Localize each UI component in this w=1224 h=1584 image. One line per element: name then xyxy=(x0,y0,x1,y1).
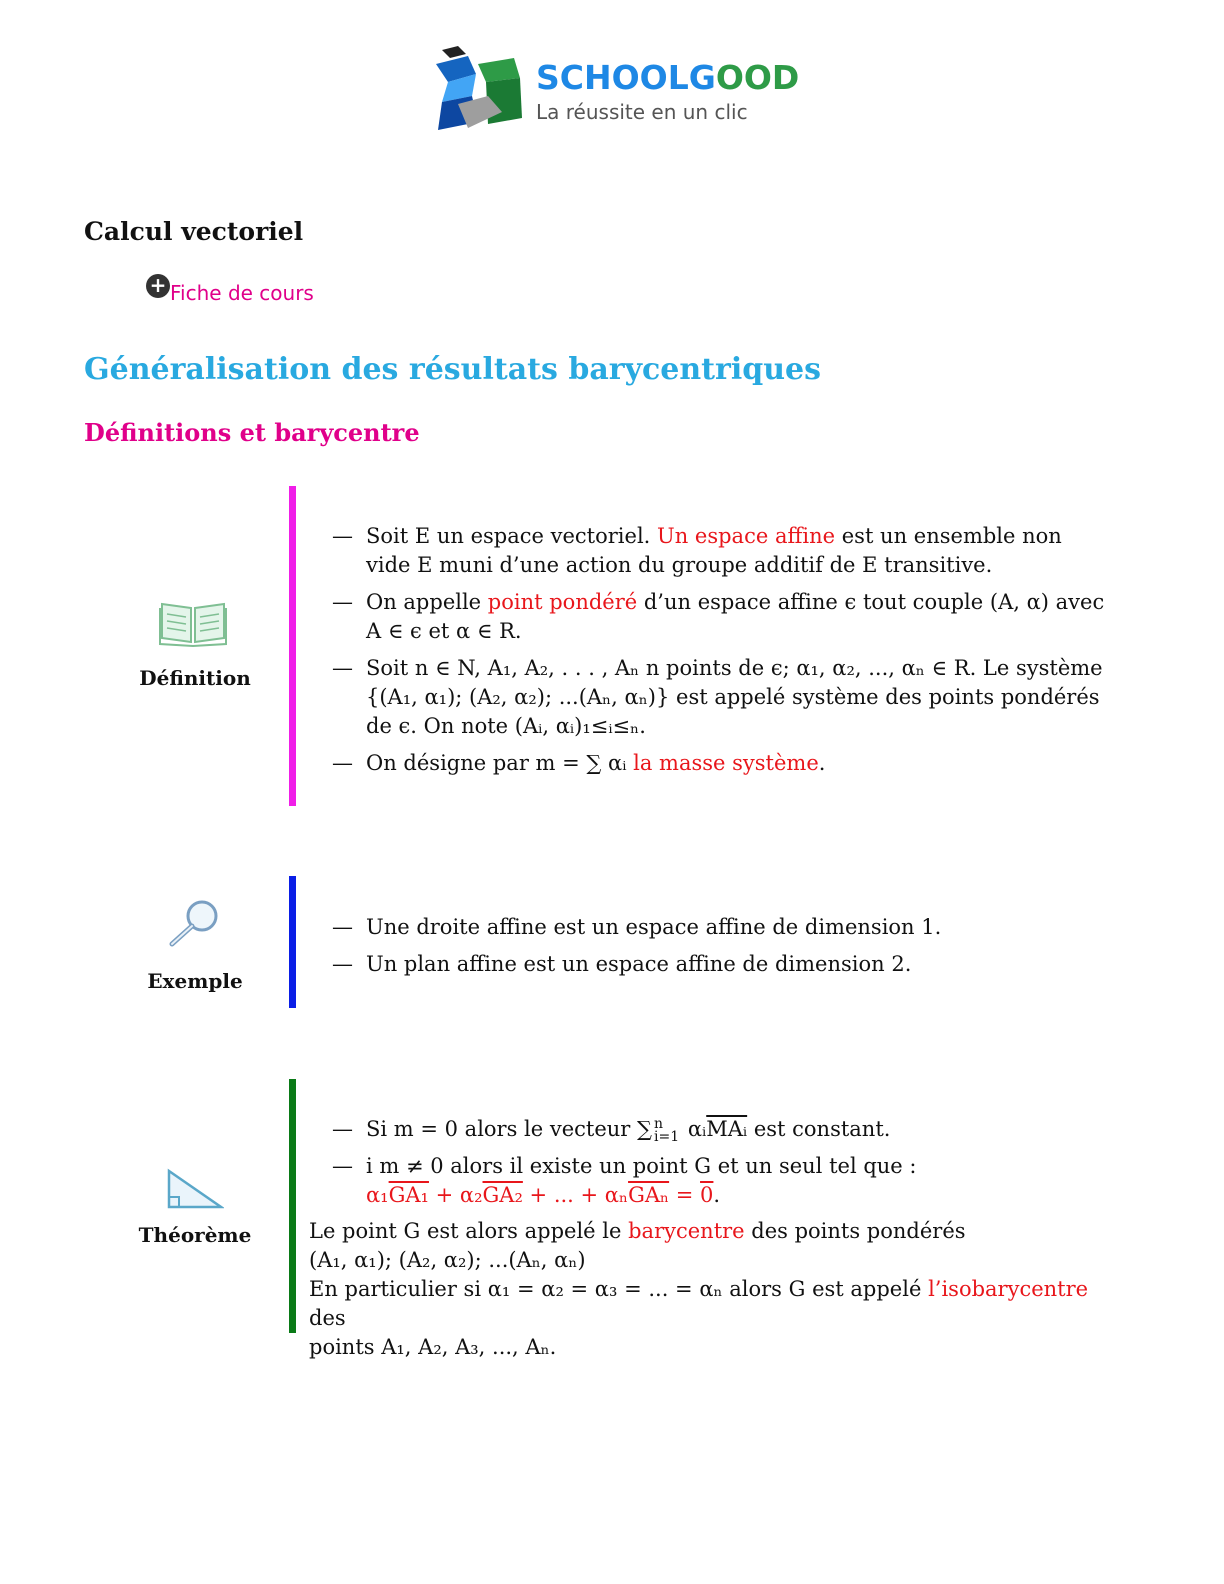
magnifier-icon xyxy=(169,900,218,947)
theorem-bar xyxy=(289,1079,296,1333)
theorem-paragraph: Le point G est alors appelé le barycentr… xyxy=(309,1219,1089,1359)
definition-item: — On appelle point pondéré d’un espace a… xyxy=(332,590,1105,643)
theorem-label: Théorème xyxy=(138,1223,252,1247)
example-item: — Un plan affine est un espace affine de… xyxy=(332,952,912,976)
plus-circle-icon: + xyxy=(146,274,170,298)
document-title: Calcul vectoriel xyxy=(84,217,304,246)
definition-item: — Soit n ∈ N, A₁, A₂, . . . , Aₙ n point… xyxy=(332,656,1103,738)
definition-item: — Soit E un espace vectoriel. Un espace … xyxy=(332,524,1062,577)
example-item: — Une droite affine est un espace affine… xyxy=(332,915,942,939)
theorem-item: — i m ≠ 0 alors il existe un point G et … xyxy=(332,1152,1112,1210)
open-book-icon xyxy=(159,602,227,648)
fiche-de-cours-label: Fiche de cours xyxy=(170,281,314,305)
logo-brand-part1: SCHOOLG xyxy=(536,58,716,97)
definition-item: — On désigne par m = ∑ αᵢ la masse systè… xyxy=(332,751,826,775)
sg-logo-mark-icon xyxy=(436,46,522,130)
example-bar xyxy=(289,876,296,1008)
logo-tagline: La réussite en un clic xyxy=(536,100,748,124)
section-title: Généralisation des résultats barycentriq… xyxy=(84,352,822,387)
schoolgood-logo xyxy=(428,44,773,144)
set-square-icon xyxy=(167,1168,224,1209)
fiche-de-cours-link[interactable]: + Fiche de cours xyxy=(146,274,314,305)
example-list: — Une droite affine est un espace affine… xyxy=(332,913,1112,987)
barycentre-formula: α₁GA₁ + α₂GA₂ + ... + αₙGAₙ = 0. xyxy=(366,1183,721,1207)
logo-brand-name: SCHOOLGOOD xyxy=(536,58,799,97)
definition-bar xyxy=(289,486,296,806)
example-label: Exemple xyxy=(147,969,243,993)
definition-list: — Soit E un espace vectoriel. Un espace … xyxy=(332,522,1112,786)
logo-brand-part2: OOD xyxy=(715,58,800,97)
definition-label: Définition xyxy=(139,666,251,690)
subsection-title: Définitions et barycentre xyxy=(84,418,420,447)
